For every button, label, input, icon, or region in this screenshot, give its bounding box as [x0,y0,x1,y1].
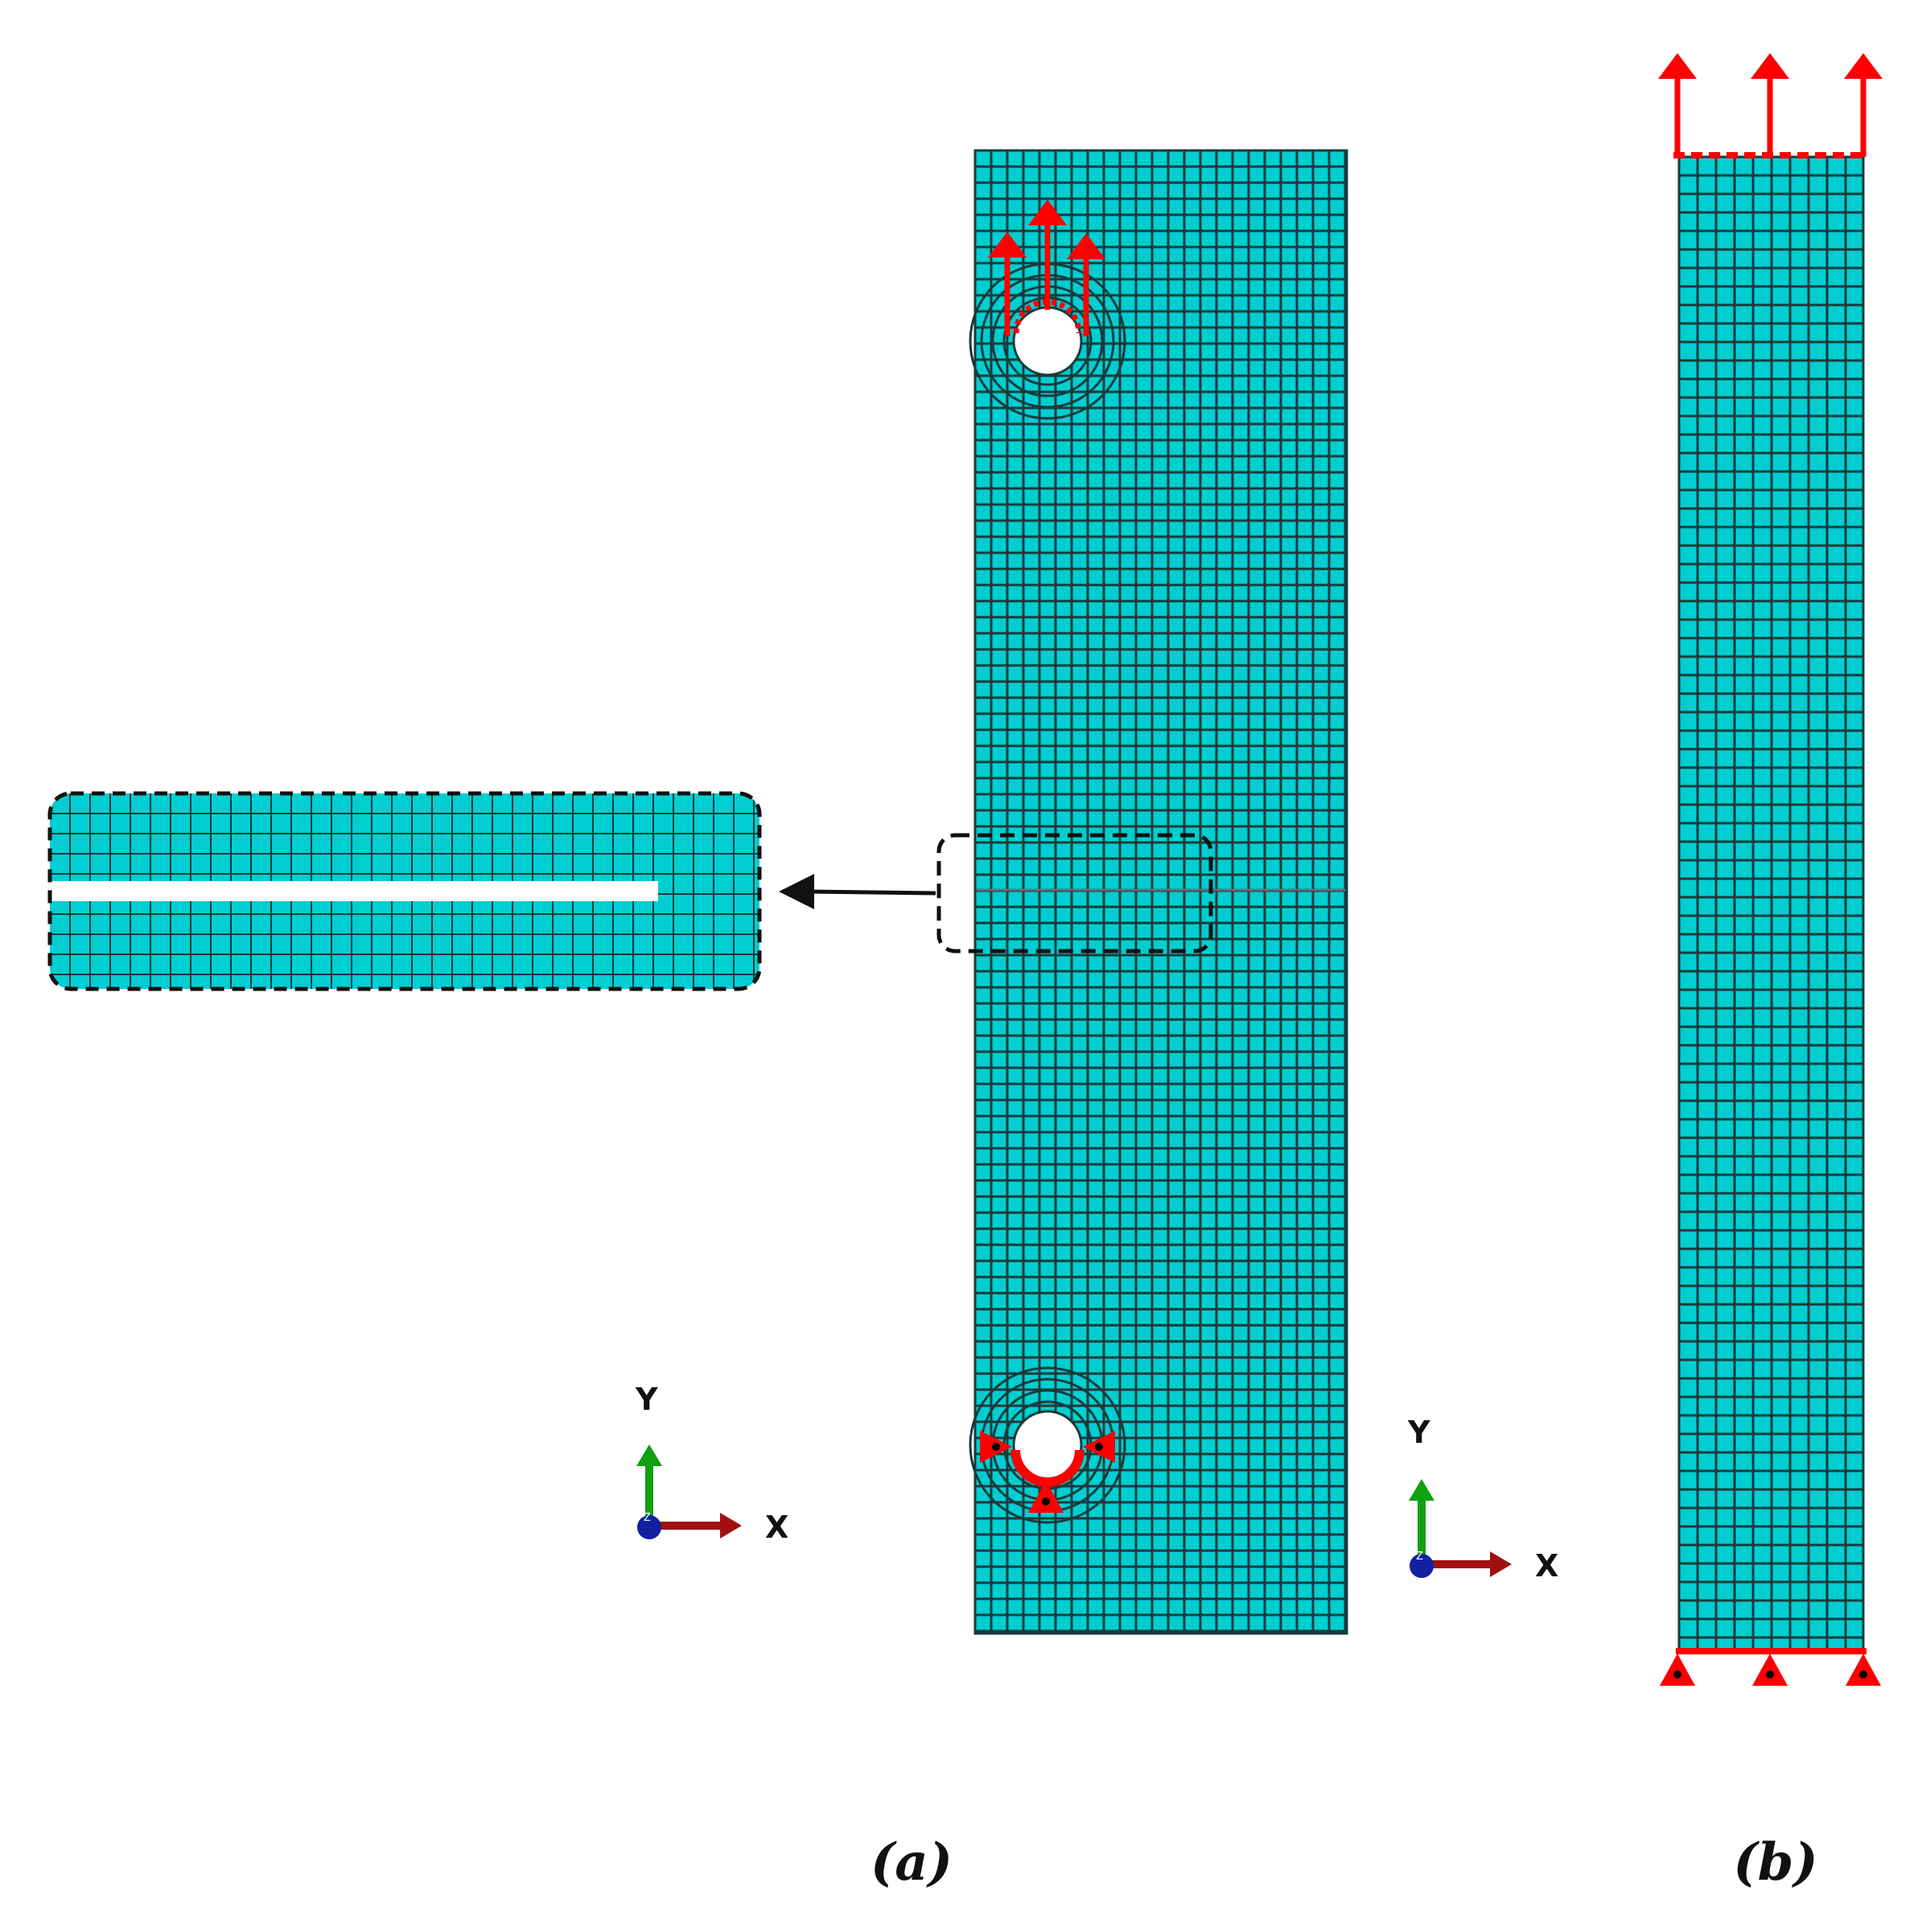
support-bottom-dot [1042,1497,1050,1506]
load-arrow-right [1067,233,1105,259]
support-right-dot [1095,1443,1103,1451]
triad-2-x-label: X [1535,1548,1558,1584]
bottom-support-2 [1752,1654,1788,1686]
specimen-a-mesh [969,149,1348,1635]
xyz-triad-icon: Z Y X [1407,1415,1558,1584]
bottom-support-2-dot [1766,1670,1774,1679]
callout-box [936,833,1213,954]
specimen-b-mesh [1677,155,1865,1653]
specimen-a-mesh-lines [975,150,1347,1633]
specimen-a-holes [969,262,1126,1524]
xyz-triad-icon: Z Y X [635,1382,788,1545]
panel-b-label: (b) [1733,1832,1818,1893]
bottom-support-3-dot [1859,1670,1867,1679]
panel-a-label: (a) [870,1832,953,1893]
load-arrow-left [988,232,1027,257]
crack-zoom-callout [779,833,1213,954]
top-load-arrow-1 [1658,53,1697,79]
triad-1-x-label: X [765,1510,788,1545]
bottom-hole-support-edge [1010,1449,1085,1487]
triad-2-y-label: Y [1407,1415,1430,1450]
hole-1 [1012,306,1083,377]
specimen-b-loads [1658,53,1883,1686]
triad-1-y-label: Y [635,1382,658,1417]
svg-text:Z: Z [644,1512,651,1524]
callout-arrow-head [779,874,814,909]
crack-zoom-inset [45,791,762,991]
specimen-b-mesh-lines [1679,157,1863,1651]
bottom-support-1-dot [1673,1670,1681,1679]
svg-text:Z: Z [1416,1551,1423,1563]
bottom-support-1 [1660,1654,1695,1686]
inset-crack-slit [45,881,658,901]
support-bottom [1028,1481,1064,1513]
callout-arrow-shaft [805,889,936,896]
load-arrow-center [1028,200,1067,225]
top-load-arrow-2 [1751,53,1789,79]
bottom-support-3 [1846,1654,1881,1686]
specimen-a-loads [980,200,1115,1513]
hole-2-ring [969,1366,1126,1524]
top-load-arrow-3 [1844,53,1883,79]
support-left-dot [992,1443,1000,1451]
